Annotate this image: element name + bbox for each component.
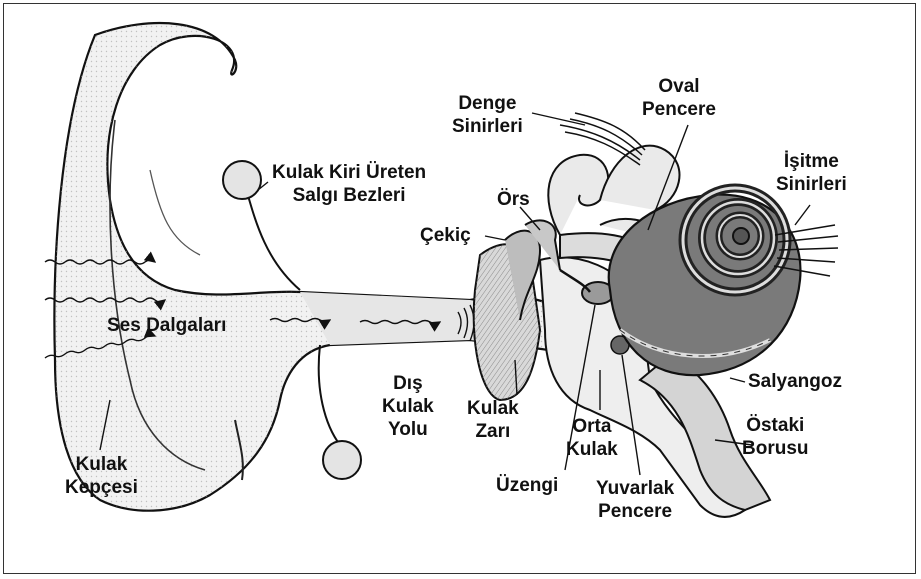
label-kulak-zari: Kulak Zarı [467,397,519,443]
label-uzengi: Üzengi [496,474,558,497]
label-orta-kulak: Orta Kulak [566,415,618,461]
label-ors: Örs [497,188,530,211]
label-isitme-sinirleri: İşitme Sinirleri [776,150,847,196]
label-dis-kulak-yolu: Dış Kulak Yolu [382,372,434,441]
label-cekic: Çekiç [420,224,471,247]
label-kulak-kepcesi: Kulak Kepçesi [65,453,138,499]
label-salyangoz: Salyangoz [748,370,842,393]
label-yuvarlak-pencere: Yuvarlak Pencere [596,477,674,523]
label-oval-pencere: Oval Pencere [642,75,716,121]
label-ostaki-borusu: Östaki Borusu [742,414,809,460]
label-kulak-kiri: Kulak Kiri Üreten Salgı Bezleri [272,161,426,207]
cochlea [609,188,801,375]
label-ses-dalgalari: Ses Dalgaları [107,314,226,337]
label-denge-sinirleri: Denge Sinirleri [452,92,523,138]
